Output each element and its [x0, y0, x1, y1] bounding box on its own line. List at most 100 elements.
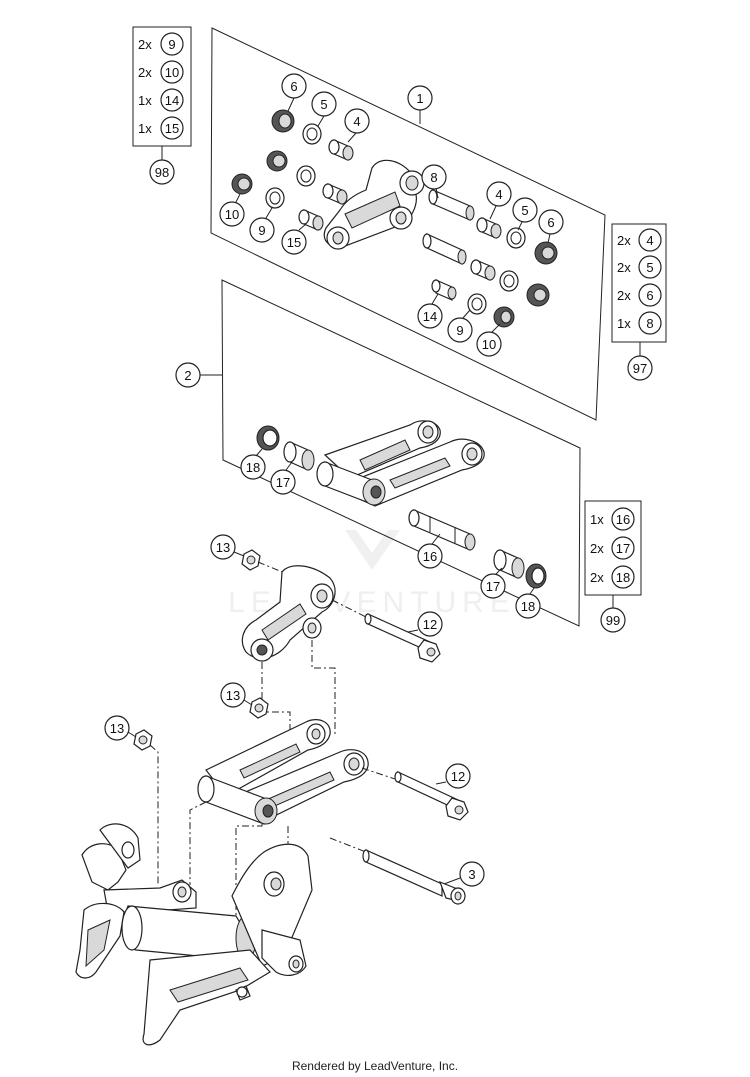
washer-5-right — [506, 227, 526, 249]
nut-13-top — [241, 549, 261, 571]
callout-8: 8 — [421, 164, 447, 199]
kit-98-item: 2x 9 — [138, 32, 184, 56]
kit-qty: 2x — [138, 65, 152, 80]
assembly-1-frame — [210, 27, 606, 421]
kit-qty: 2x — [590, 541, 604, 556]
rocker-lever-1 — [323, 159, 425, 250]
washer-left-2 — [296, 165, 316, 187]
kit-97-item: 1x 8 — [617, 311, 662, 335]
svg-text:6: 6 — [547, 215, 554, 230]
svg-text:15: 15 — [287, 235, 301, 250]
assembly-1-group: 1 6 5 4 10 9 15 — [210, 27, 606, 421]
callout-12-lower: 12 — [435, 763, 471, 789]
svg-text:6: 6 — [290, 79, 297, 94]
callout-14: 14 — [417, 293, 443, 329]
kit-qty: 1x — [590, 512, 604, 527]
swingarm-section — [75, 823, 313, 1046]
kit-part-circle — [638, 228, 662, 252]
washer-left-2-hole — [300, 169, 312, 183]
seal-18-right — [525, 563, 547, 589]
kit-part: 17 — [616, 541, 630, 556]
bushing-14 — [431, 279, 457, 301]
callout-9-right: 9 — [447, 309, 473, 343]
svg-text:5: 5 — [521, 203, 528, 218]
seal-6-left — [271, 109, 295, 133]
axis-line — [361, 767, 399, 781]
callout-18-left: 18 — [240, 448, 266, 480]
svg-text:14: 14 — [423, 309, 437, 324]
washer-9-right — [467, 293, 487, 315]
kit-part: 18 — [616, 570, 630, 585]
kit-part: 6 — [646, 288, 653, 303]
kit-part-circle — [160, 116, 184, 140]
axis-line — [331, 599, 369, 619]
callout-10-left: 10 — [219, 193, 245, 227]
assembly-2-group: 2 — [175, 279, 581, 627]
bolt-12-lower — [394, 771, 469, 821]
kit-qty: 2x — [590, 570, 604, 585]
kit-qty: 1x — [138, 93, 152, 108]
kit-part: 10 — [165, 65, 179, 80]
washer-right-2-hole — [503, 274, 515, 288]
kit-part-circle — [160, 32, 184, 56]
kit-part-circle — [160, 60, 184, 84]
callout-15: 15 — [281, 223, 307, 255]
kit-number-circle — [600, 607, 626, 633]
kit-97-item: 2x 4 — [617, 228, 662, 252]
kit-qty: 2x — [617, 233, 631, 248]
kit-qty: 2x — [617, 260, 631, 275]
kit-98-item: 1x 14 — [138, 88, 184, 112]
kit-part-circle — [611, 536, 635, 560]
kit-number: 97 — [633, 361, 647, 376]
kit-number: 98 — [155, 165, 169, 180]
washer-5-left — [302, 123, 322, 145]
seal-18-left — [256, 425, 280, 451]
kit-part: 16 — [616, 512, 630, 527]
callout-1: 1 — [407, 85, 433, 124]
kit-part-circle — [611, 507, 635, 531]
callout-3: 3 — [443, 861, 485, 887]
rocker-installed — [241, 565, 336, 662]
callout-5-right: 5 — [512, 197, 538, 231]
svg-text:10: 10 — [482, 337, 496, 352]
kit-part: 4 — [646, 233, 653, 248]
pull-rod-link — [316, 420, 485, 507]
bushing-15 — [298, 209, 324, 231]
svg-text:3: 3 — [468, 867, 475, 882]
bushing-4-left — [328, 139, 354, 161]
seal-10-right — [493, 306, 515, 328]
washer-9-right-hole — [471, 297, 483, 311]
svg-text:13: 13 — [110, 721, 124, 736]
svg-text:13: 13 — [216, 540, 230, 555]
bushing-17-left — [283, 441, 315, 471]
bolt-12-top — [364, 613, 441, 663]
kit-part: 14 — [165, 93, 179, 108]
kit-qty: 1x — [138, 121, 152, 136]
kit-number-circle — [149, 159, 175, 185]
washer-5-right-hole — [510, 231, 522, 245]
callout-6-left: 6 — [281, 73, 307, 112]
callout-6-right: 6 — [538, 209, 564, 244]
callout-9-left: 9 — [249, 207, 275, 243]
kit-part: 9 — [168, 37, 175, 52]
callout-4-right: 4 — [486, 181, 512, 220]
kit-part: 5 — [646, 260, 653, 275]
kit-98-item: 1x 15 — [138, 116, 184, 140]
svg-text:9: 9 — [456, 323, 463, 338]
callout-5-left: 5 — [311, 91, 337, 127]
kit-97-item: 2x 6 — [617, 283, 662, 307]
route-line — [235, 824, 263, 915]
route-line — [261, 662, 291, 735]
route-line — [149, 744, 159, 885]
kit-qty: 2x — [138, 37, 152, 52]
kit-part-circle — [638, 255, 662, 279]
kit-part: 15 — [165, 121, 179, 136]
pull-rod-installed — [197, 719, 369, 825]
assembly-2-frame — [221, 279, 581, 627]
callout-13-top: 13 — [210, 534, 245, 560]
washer-right-2 — [499, 270, 519, 292]
kit-qty: 2x — [617, 288, 631, 303]
callout-4-left: 4 — [344, 108, 370, 143]
kit-number-circle — [627, 355, 653, 381]
